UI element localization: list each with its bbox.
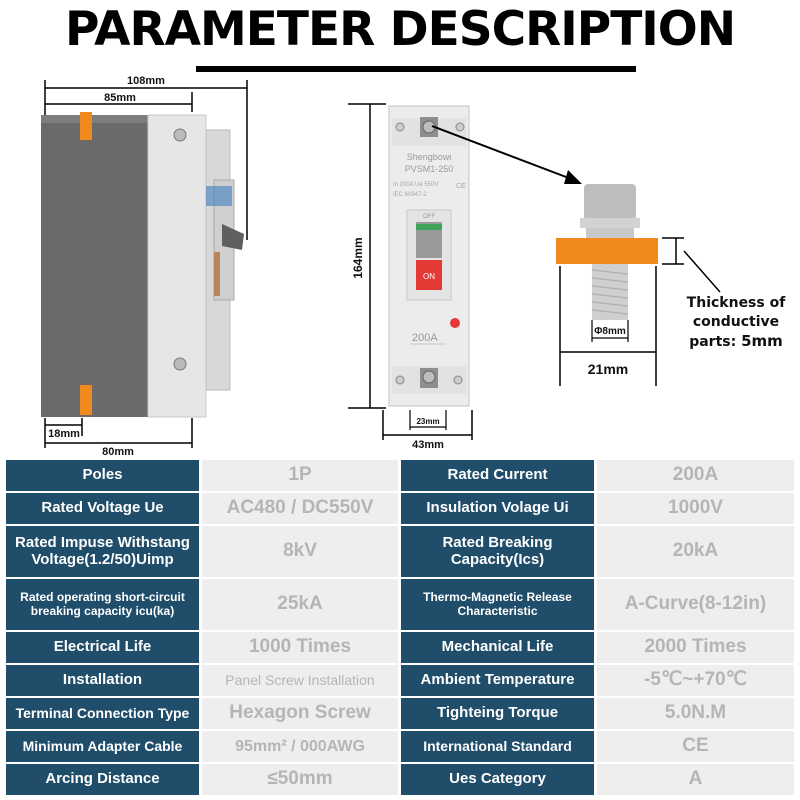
thickness-line-2: conductive [692, 314, 780, 330]
spec-value: 1P [202, 460, 398, 491]
thickness-note: Thickness of conductive parts: 5mm [672, 294, 800, 352]
model-label: PVSM1-250 [405, 164, 454, 174]
spec-label: Tighteing Torque [401, 698, 594, 729]
spec-table: Poles 1P Rated Current 200A Rated Voltag… [6, 460, 794, 797]
dim-diameter: Φ8mm [594, 326, 626, 337]
spec-row: Rated Impuse Withstang Voltage(1.2/50)Ui… [6, 526, 794, 577]
spec-label: Rated Current [401, 460, 594, 491]
spec-label: Arcing Distance [6, 764, 199, 795]
spec-value: CE [597, 731, 794, 762]
spec-label: International Standard [401, 731, 594, 762]
front-view-diagram: 164mm Shengbowi PVSM1-250 In 200A Ue 550… [348, 103, 473, 451]
spec-value: ≤50mm [202, 764, 398, 795]
spec-value: 200A [597, 460, 794, 491]
off-label: OFF [423, 214, 435, 220]
spec-row: Electrical Life 1000 Times Mechanical Li… [6, 632, 794, 663]
spec-label: Ambient Temperature [401, 665, 594, 696]
page-title: PARAMETER DESCRIPTION [64, 2, 736, 57]
pointer-arrow [431, 125, 582, 184]
spec-value: 5.0N.M [597, 698, 794, 729]
spec-value: 20kA [597, 526, 794, 577]
thickness-line-1: Thickness of [686, 295, 786, 311]
spec-row: Poles 1P Rated Current 200A [6, 460, 794, 491]
spec-row: Terminal Connection Type Hexagon Screw T… [6, 698, 794, 729]
dim-80mm: 80mm [102, 446, 134, 458]
hex-screw-head [584, 184, 636, 220]
spec-label: Poles [6, 460, 199, 491]
conductive-plate [556, 238, 658, 264]
spec-value: 2000 Times [597, 632, 794, 663]
spec-label: Insulation Volage Ui [401, 493, 594, 524]
thickness-value: 5mm [741, 332, 783, 350]
dim-18mm: 18mm [48, 428, 80, 440]
orange-tab-top [80, 112, 92, 140]
dim-85mm: 85mm [104, 92, 136, 104]
breaker-body-dark [41, 115, 149, 417]
title-underline [196, 66, 636, 72]
dim-23mm: 23mm [416, 417, 439, 426]
side-view-diagram: 108mm 85mm 18mm 80mm [41, 75, 248, 458]
current-label: 200A [412, 332, 438, 344]
toggle-on-window [416, 260, 442, 290]
spec-value: 25kA [202, 579, 398, 630]
spec-row: Rated operating short-circuit breaking c… [6, 579, 794, 630]
spec-value: A [597, 764, 794, 795]
spec-row: Rated Voltage Ue AC480 / DC550V Insulati… [6, 493, 794, 524]
spec-label: Rated Breaking Capacity(Ics) [401, 526, 594, 577]
terminal-detail-diagram: Φ8mm 21mm [556, 184, 721, 386]
spec-label: Rated Voltage Ue [6, 493, 199, 524]
spec-label: Terminal Connection Type [6, 698, 199, 729]
on-label: ON [423, 272, 435, 281]
spec-value: A-Curve(8-12in) [597, 579, 794, 630]
spec-label: Ues Category [401, 764, 594, 795]
spec-line-2: IEC 60947-2 [393, 192, 427, 198]
spec-value: 1000V [597, 493, 794, 524]
spec-label: Installation [6, 665, 199, 696]
dim-108mm: 108mm [127, 75, 165, 87]
brand-label: Shengbowi [407, 152, 452, 162]
spec-row: Minimum Adapter Cable 95mm² / 000AWG Int… [6, 731, 794, 762]
handle-side [222, 224, 244, 250]
spec-label: Rated Impuse Withstang Voltage(1.2/50)Ui… [6, 526, 199, 577]
dim-164mm: 164mm [351, 237, 365, 278]
orange-tab-bottom [80, 385, 92, 415]
spec-label: Rated operating short-circuit breaking c… [6, 579, 199, 630]
spec-value: 8kV [202, 526, 398, 577]
spec-value: Hexagon Screw [202, 698, 398, 729]
test-button [450, 318, 460, 328]
spec-row: Arcing Distance ≤50mm Ues Category A [6, 764, 794, 795]
spec-line-1: In 200A Ue 550V [393, 182, 438, 188]
spec-label: Mechanical Life [401, 632, 594, 663]
spec-value: Panel Screw Installation [202, 665, 398, 696]
dim-43mm: 43mm [412, 439, 444, 451]
spec-label: Thermo-Magnetic Release Characteristic [401, 579, 594, 630]
spec-value: 95mm² / 000AWG [202, 731, 398, 762]
spec-value: AC480 / DC550V [202, 493, 398, 524]
ce-mark: CE [456, 183, 466, 190]
thickness-line-3: parts: [689, 334, 737, 350]
breaker-body-light [147, 114, 207, 418]
spec-label: Minimum Adapter Cable [6, 731, 199, 762]
spec-label: Electrical Life [6, 632, 199, 663]
spec-value: -5℃~+70℃ [597, 665, 794, 696]
dim-21mm: 21mm [588, 361, 628, 377]
spec-value: 1000 Times [202, 632, 398, 663]
spec-row: Installation Panel Screw Installation Am… [6, 665, 794, 696]
